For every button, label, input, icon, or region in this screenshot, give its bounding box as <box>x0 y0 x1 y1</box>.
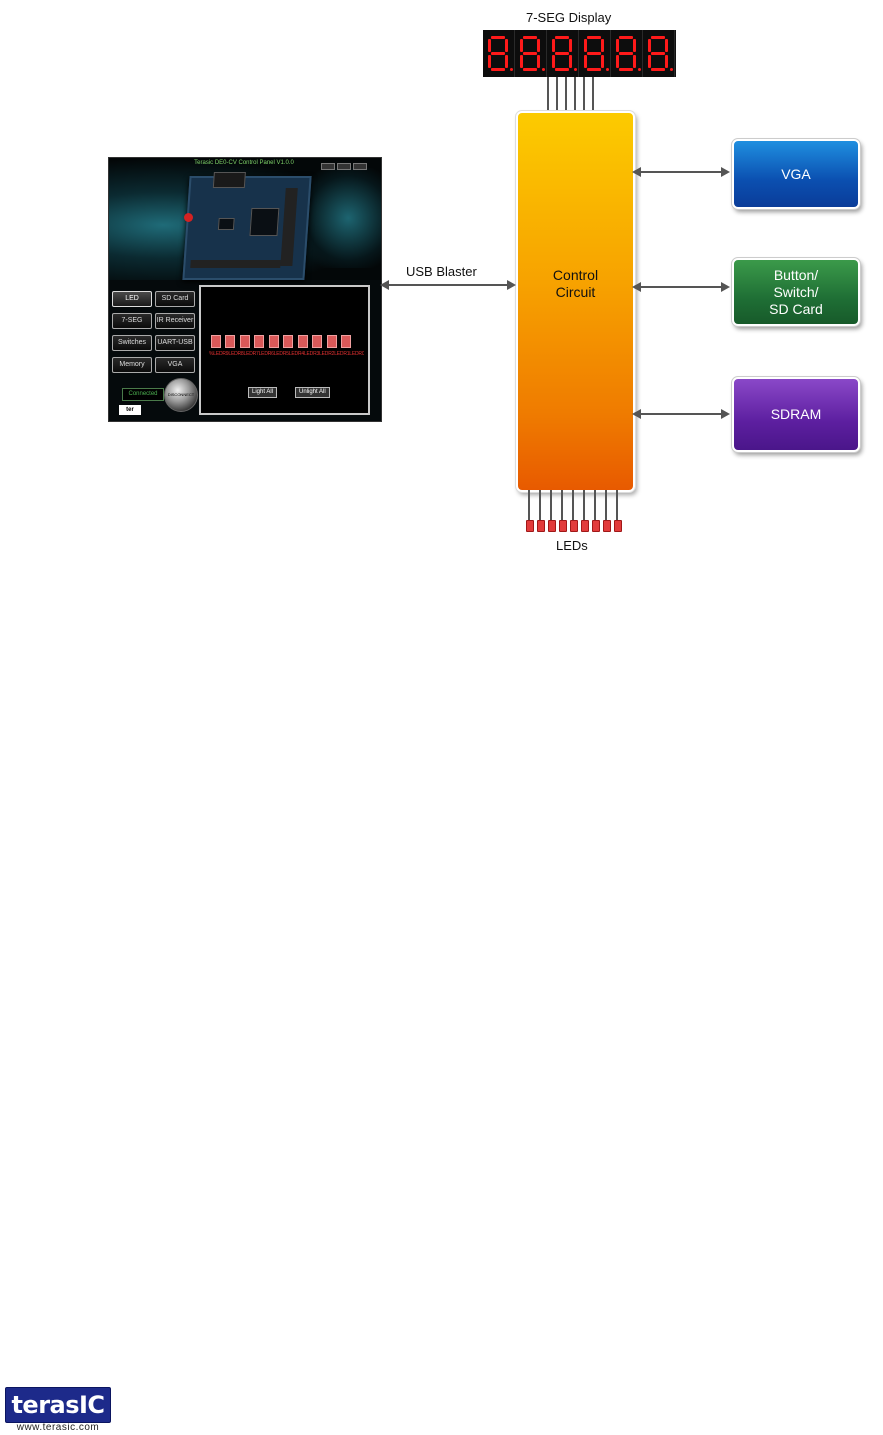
unlight-all-button[interactable]: Unlight All <box>295 387 330 398</box>
terasic-small-logo: ter <box>119 405 141 415</box>
led-indicator <box>614 520 622 532</box>
led-wires <box>528 490 618 520</box>
led-indicator <box>592 520 600 532</box>
disconnect-label: DISCONNECT <box>167 392 195 397</box>
led-row <box>524 520 628 532</box>
disconnect-button[interactable]: DISCONNECT <box>164 378 198 412</box>
maximize-icon[interactable] <box>337 163 351 170</box>
seg7-wires <box>547 77 594 111</box>
nav-switches-button[interactable]: Switches <box>112 335 152 351</box>
seven-seg-digit <box>547 30 579 77</box>
nav-led-button[interactable]: LED <box>112 291 152 307</box>
seven-seg-digit <box>643 30 675 77</box>
sdram-arrow <box>632 409 730 419</box>
led-indicator <box>526 520 534 532</box>
sdram-label: SDRAM <box>770 406 822 422</box>
control-label-line1: Control <box>552 267 599 283</box>
seven-seg-digit <box>483 30 515 77</box>
button-label-line2: Switch/ <box>773 283 819 300</box>
minimize-icon[interactable] <box>321 163 335 170</box>
control-label-line2: Circuit <box>555 284 596 300</box>
vga-arrow <box>632 167 730 177</box>
panel-title: Terasic DE0-CV Control Panel V1.0.0 <box>194 160 294 166</box>
led-toggle[interactable] <box>225 335 235 348</box>
light-all-button[interactable]: Light All <box>248 387 278 398</box>
sdram-block: SDRAM <box>731 376 861 453</box>
led-labels: %LEDR9LEDR8LEDR7LEDR6LEDR5LEDR4LEDR3LEDR… <box>209 351 364 357</box>
led-toggle[interactable] <box>211 335 221 348</box>
led-toggle[interactable] <box>283 335 293 348</box>
led-indicator <box>570 520 578 532</box>
led-toggle[interactable] <box>254 335 264 348</box>
usb-blaster-arrow <box>380 280 516 290</box>
button-switch-sdcard-block: Button/ Switch/ SD Card <box>731 257 861 327</box>
vga-label: VGA <box>781 165 811 182</box>
seven-seg-digit <box>579 30 611 77</box>
control-circuit-block: Control Circuit <box>515 110 636 493</box>
vga-block: VGA <box>731 138 861 210</box>
button-arrow <box>632 282 730 292</box>
control-panel-window: Terasic DE0-CV Control Panel V1.0.0 LED … <box>108 157 382 422</box>
nav-uart-usb-button[interactable]: UART-USB <box>155 335 195 351</box>
led-toggle[interactable] <box>341 335 351 348</box>
usb-blaster-label: USB Blaster <box>406 264 477 279</box>
led-indicator <box>548 520 556 532</box>
led-toggle[interactable] <box>240 335 250 348</box>
nav-memory-button[interactable]: Memory <box>112 357 152 373</box>
seven-seg-digit <box>515 30 547 77</box>
board-image <box>182 172 312 280</box>
led-indicator <box>537 520 545 532</box>
terasic-logo: terasIC <box>5 1387 111 1423</box>
close-icon[interactable] <box>353 163 367 170</box>
leds-label: LEDs <box>556 538 588 553</box>
nav-vga-button[interactable]: VGA <box>155 357 195 373</box>
seg7-label: 7-SEG Display <box>526 10 612 25</box>
connection-status: Connected <box>122 388 164 401</box>
led-toggle[interactable] <box>269 335 279 348</box>
led-indicator <box>581 520 589 532</box>
board-reset-button-image <box>184 213 193 222</box>
led-toggle[interactable] <box>298 335 308 348</box>
led-indicator <box>559 520 567 532</box>
led-control-area: %LEDR9LEDR8LEDR7LEDR6LEDR5LEDR4LEDR3LEDR… <box>199 285 370 415</box>
nav-sdcard-button[interactable]: SD Card <box>155 291 195 307</box>
led-indicator <box>603 520 611 532</box>
seven-seg-digit <box>611 30 643 77</box>
button-label-line3: SD Card <box>769 300 823 317</box>
terasic-url: www.terasic.com <box>16 1422 100 1433</box>
led-toggle[interactable] <box>327 335 337 348</box>
nav-7seg-button[interactable]: 7-SEG <box>112 313 152 329</box>
button-label-line1: Button/ <box>773 266 819 283</box>
nav-ir-receiver-button[interactable]: IR Receiver <box>155 313 195 329</box>
led-toggle[interactable] <box>312 335 322 348</box>
seven-segment-display <box>483 30 676 77</box>
